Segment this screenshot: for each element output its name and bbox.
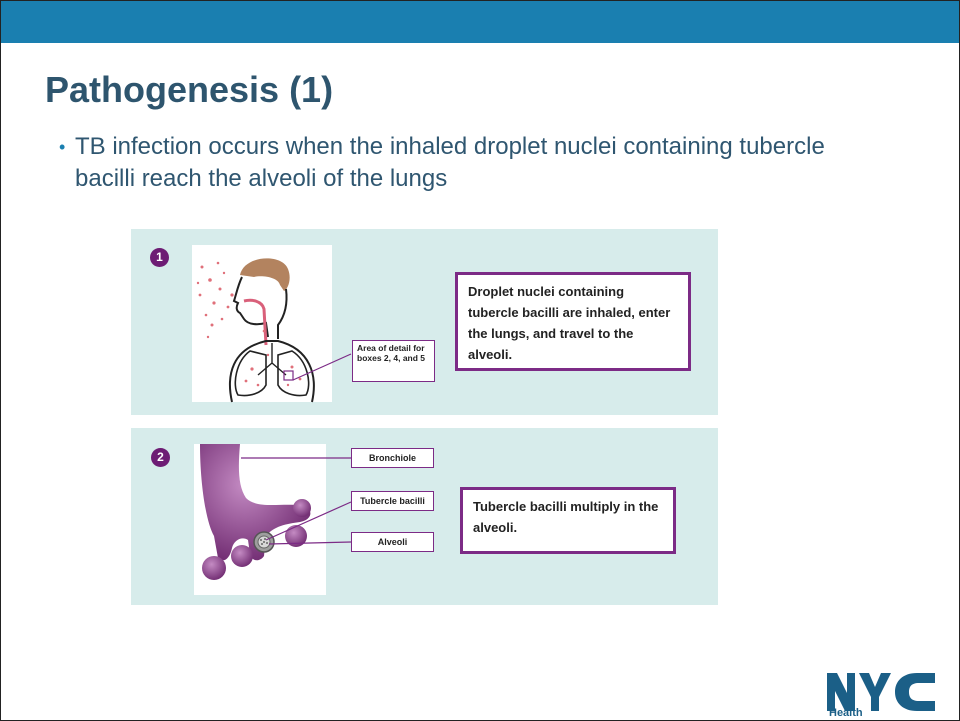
bullet-point: • TB infection occurs when the inhaled d… [59, 131, 849, 195]
tubercle-bacilli-label: Tubercle bacilli [351, 491, 434, 511]
panel1-callout: Droplet nuclei containing tubercle bacil… [455, 272, 691, 371]
bullet-dot-icon: • [59, 131, 65, 163]
logo-health-text: Health [829, 707, 863, 719]
alveoli-label: Alveoli [351, 532, 434, 552]
slide-title: Pathogenesis (1) [45, 69, 333, 111]
bronchiole-label: Bronchiole [351, 448, 434, 468]
bullet-text: TB infection occurs when the inhaled dro… [59, 131, 849, 195]
detail-area-label: Area of detail for boxes 2, 4, and 5 [352, 340, 435, 382]
figure-panel-1: 1 [131, 229, 718, 415]
top-banner [1, 1, 959, 43]
figure-panel-2: 2 [131, 428, 718, 605]
panel2-callout: Tubercle bacilli multiply in the alveoli… [460, 487, 676, 554]
